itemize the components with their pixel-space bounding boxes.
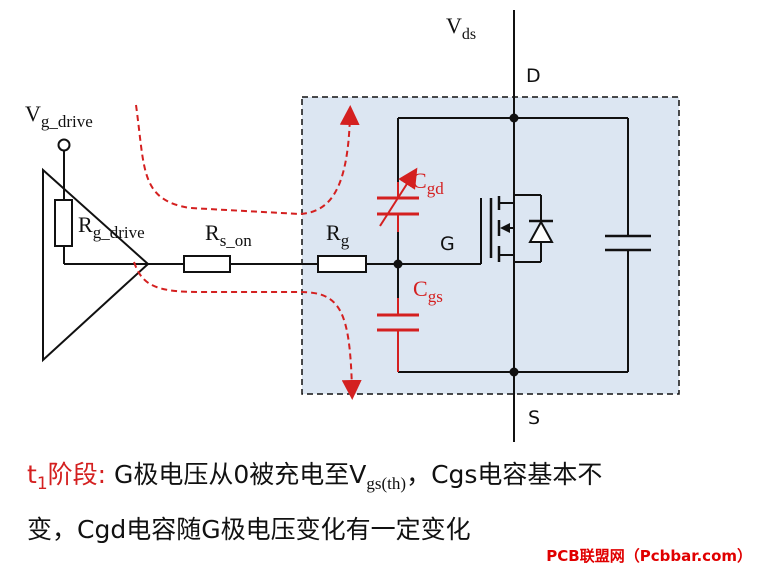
site-watermark: PCB联盟网（Pcbbar.com） <box>543 545 755 566</box>
rs-on-label: Rs_on <box>205 220 252 250</box>
rs-on-resistor <box>183 255 231 273</box>
gate-label: G <box>440 233 455 255</box>
cgd-label: Cgd <box>412 168 444 198</box>
rdrive-label: Rg_drive <box>78 212 145 242</box>
vdrive-terminal <box>57 138 71 152</box>
body-arrow <box>500 223 510 233</box>
rg-label: Rg <box>326 220 350 250</box>
junction-gate <box>393 259 403 269</box>
body-diode-triangle <box>528 219 554 243</box>
caption-line-2: 变，Cgd电容随G极电压变化有一定变化 <box>27 515 471 544</box>
charge-path-lower <box>133 261 362 400</box>
charge-path-upper <box>135 104 360 216</box>
rg-resistor <box>317 255 367 273</box>
caption-text-2: ，Cgs电容基本不 <box>406 460 603 489</box>
circuit-diagram: Vds D S G Vg_drive Rg_drive Rs_on Rg Cgd… <box>25 10 680 442</box>
rdrive-resistor <box>54 199 73 247</box>
phase-label: t1阶段: <box>27 460 107 494</box>
vds-label: Vds <box>446 13 476 43</box>
junction-drain <box>509 113 519 123</box>
source-label: S <box>528 407 540 429</box>
caption-line-1: t1阶段: G极电压从0被充电至Vgs(th)，Cgs电容基本不 <box>27 455 747 494</box>
cgd-variable-arrow <box>379 167 418 227</box>
vdrive-label: Vg_drive <box>25 101 93 131</box>
caption-text-1: G极电压从0被充电至V <box>106 460 367 489</box>
cgs-label: Cgs <box>413 276 443 306</box>
junction-source <box>509 367 519 377</box>
vgs-subscript: gs(th) <box>366 474 407 493</box>
drain-label: D <box>526 65 541 87</box>
